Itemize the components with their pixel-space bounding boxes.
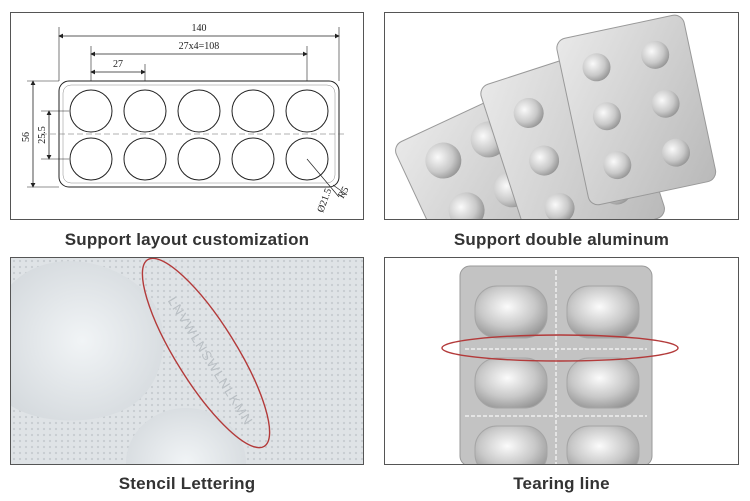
stencil-lettering-photo: LNVWLNSWLNLKMN	[11, 258, 363, 464]
dim-overall-height: 56	[21, 132, 32, 142]
tearing-line-photo-panel	[384, 257, 739, 465]
layout-drawing-panel: 140 27x4=108 27 56 25.5 R5 Ø21.5	[10, 12, 364, 220]
caption-double-aluminum: Support double aluminum	[453, 230, 670, 249]
blister-dimension-drawing: 140 27x4=108 27 56 25.5 R5 Ø21.5	[21, 23, 351, 214]
dim-pitch: 27	[113, 59, 123, 70]
dim-corner-radius: R5	[336, 185, 351, 201]
caption-tearing: Tearing line	[513, 474, 610, 493]
tearing-line-photo	[385, 258, 738, 464]
caption-stencil: Stencil Lettering	[118, 474, 256, 493]
dim-pitch-total: 27x4=108	[179, 41, 220, 52]
stencil-highlight-ellipse	[141, 258, 271, 449]
caption-layout: Support layout customization	[64, 230, 310, 249]
double-aluminum-photo-panel	[384, 12, 739, 220]
dim-row-spacing: 25.5	[37, 126, 48, 144]
stencil-photo-panel: LNVWLNSWLNLKMN	[10, 257, 364, 465]
dim-diameter: Ø21.5	[315, 187, 334, 214]
dim-overall-width: 140	[192, 23, 207, 34]
aluminum-blister-photo	[385, 13, 738, 219]
tearing-highlight-ellipse	[441, 334, 679, 362]
